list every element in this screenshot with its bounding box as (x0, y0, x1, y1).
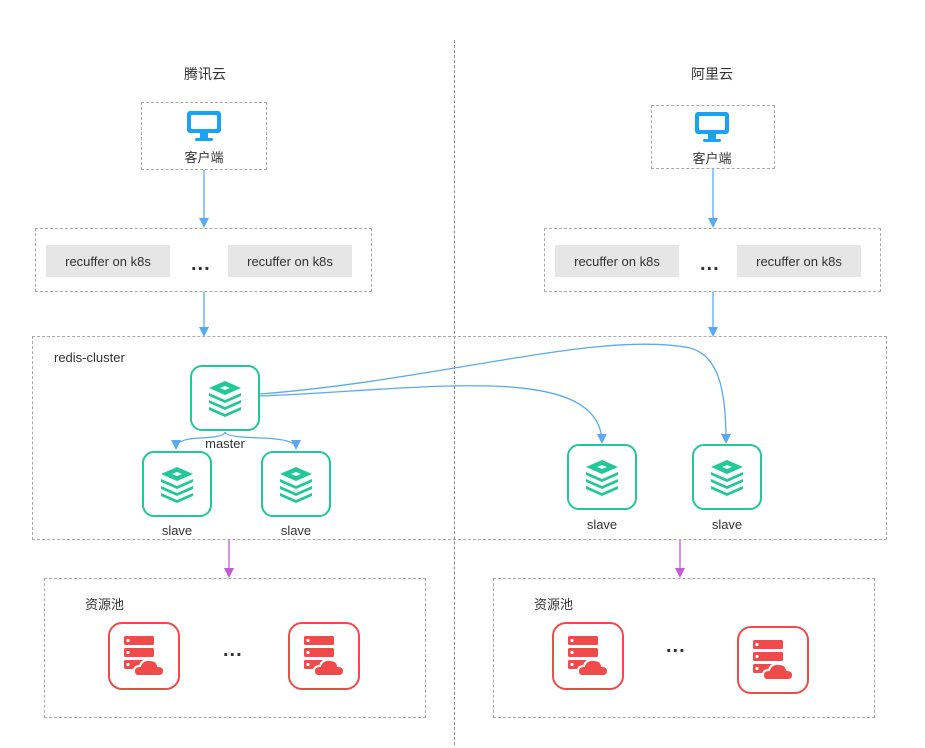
right-pool-label: 资源池 (534, 597, 574, 612)
right-resource-node-2 (737, 626, 809, 694)
right-service-box-1: recuffer on k8s (555, 245, 679, 277)
redis-stack-icon (209, 381, 241, 417)
cloud-divider (454, 40, 455, 745)
monitor-icon (187, 111, 221, 141)
master-to-right-slave-1-arrow (259, 385, 607, 444)
right-service-box-2: recuffer on k8s (737, 245, 861, 277)
master-to-right-slave-2-arrow (259, 343, 731, 444)
left-cloud-title: 腾讯云 (184, 66, 226, 82)
right-cloud-title: 阿里云 (691, 66, 733, 82)
right-slave-label-1: slave (586, 517, 618, 532)
right-service-ellipsis: ... (700, 253, 720, 275)
redis-stack-icon (711, 460, 743, 496)
left-service-group: recuffer on k8s ... recuffer on k8s (35, 228, 372, 292)
right-resource-pool: 资源池 ... (493, 578, 875, 718)
master-to-left-slave-1-arrow (171, 431, 226, 450)
right-pool-ellipsis: ... (666, 635, 686, 657)
left-slave-node-2 (261, 451, 331, 517)
master-to-left-slave-2-arrow (224, 431, 301, 450)
server-cloud-icon (568, 636, 610, 677)
left-service-ellipsis: ... (191, 253, 211, 275)
server-cloud-icon (124, 636, 166, 677)
redis-stack-icon (586, 460, 618, 496)
left-resource-node-1 (108, 622, 180, 690)
right-client-box: 客户端 (651, 105, 775, 169)
right-slave-node-1 (567, 444, 637, 510)
right-slave-label-2: slave (711, 517, 743, 532)
server-cloud-icon (304, 636, 346, 677)
redis-cluster-box (32, 336, 887, 540)
monitor-icon (695, 112, 729, 142)
left-slave-label-2: slave (280, 523, 312, 538)
left-service-box-2: recuffer on k8s (228, 245, 352, 277)
left-pool-label: 资源池 (85, 597, 125, 612)
left-client-label: 客户端 (184, 150, 224, 165)
left-service-box-1: recuffer on k8s (46, 245, 170, 277)
left-client-box: 客户端 (141, 102, 267, 170)
master-label: master (205, 436, 245, 451)
right-resource-node-1 (552, 622, 624, 690)
redis-cluster-label: redis-cluster (54, 350, 125, 365)
left-resource-node-2 (288, 622, 360, 690)
server-cloud-icon (753, 640, 795, 681)
master-node (190, 365, 260, 431)
right-client-label: 客户端 (692, 151, 732, 166)
right-slave-node-2 (692, 444, 762, 510)
left-pool-ellipsis: ... (223, 639, 243, 661)
redis-stack-icon (280, 467, 312, 503)
left-resource-pool: 资源池 ... (44, 578, 426, 718)
left-slave-label-1: slave (161, 523, 193, 538)
left-slave-node-1 (142, 451, 212, 517)
right-service-group: recuffer on k8s ... recuffer on k8s (544, 228, 881, 292)
redis-stack-icon (161, 467, 193, 503)
